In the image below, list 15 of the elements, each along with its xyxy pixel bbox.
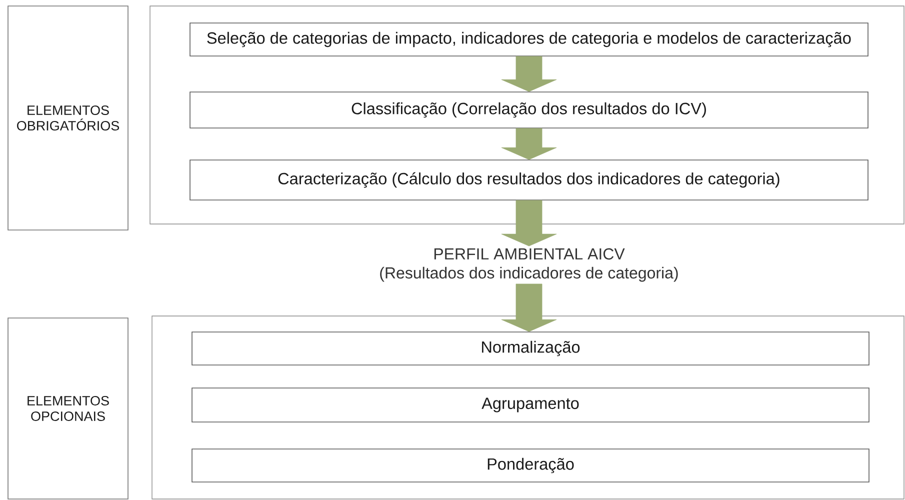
- label-box: ELEMENTOS OBRIGATÓRIOS: [8, 6, 128, 230]
- process-box: Caracterização (Cálculo dos resultados dos indicadores de categoria): [190, 160, 868, 200]
- group-frame: [152, 316, 904, 500]
- block-arrow: [501, 56, 557, 92]
- label-box: ELEMENTOS OPCIONAIS: [8, 318, 128, 500]
- process-box: Agrupamento: [192, 388, 870, 422]
- process-box: Seleção de categorias de impacto, indicadores de categoria e modelos de caracterização: [190, 22, 868, 56]
- block-arrow: [501, 200, 557, 246]
- block-arrow: [501, 284, 557, 332]
- group-frame: [150, 6, 904, 224]
- result-text: PERFIL AMBIENTAL AICV (Resultados dos indicadores de categoria): [380, 248, 678, 282]
- process-box: Classificação (Correlação dos resultados do ICV): [190, 92, 868, 128]
- block-arrow: [501, 128, 557, 160]
- process-box: Ponderação: [192, 448, 870, 482]
- process-box: Normalização: [192, 332, 870, 366]
